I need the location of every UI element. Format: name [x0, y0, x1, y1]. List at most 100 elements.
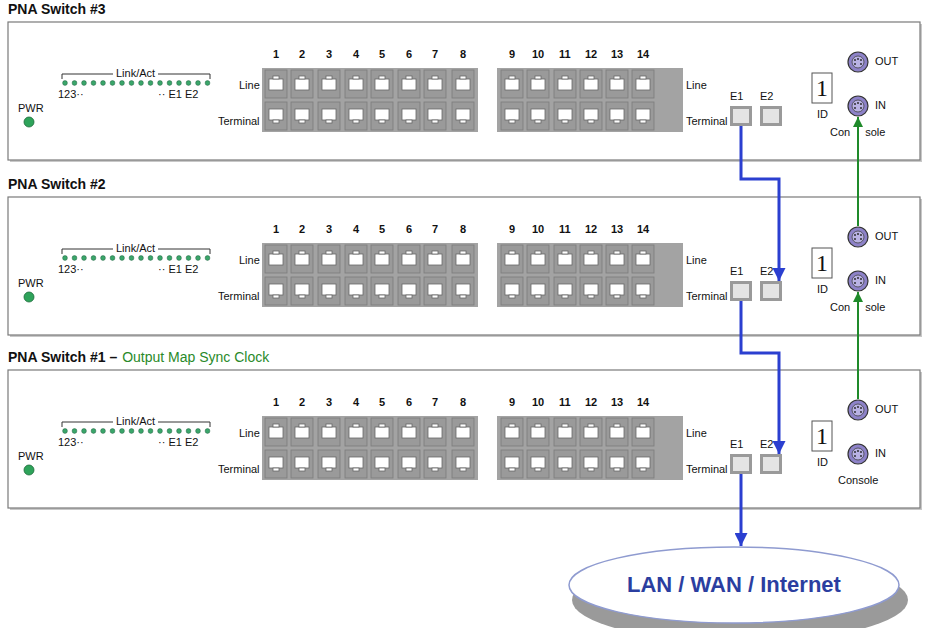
power-label: PWR: [18, 102, 44, 114]
switch-panel: PNA Switch #2E1E2OUTINPWRLink/Act123····…: [8, 197, 920, 335]
switch-panel: PNA Switch #1 –Output Map Sync ClockE1E2…: [8, 370, 920, 508]
ethernet-cable: [741, 126, 779, 281]
id-digit: 1: [816, 249, 828, 277]
port-number: 6: [406, 48, 412, 60]
console-label: Con sole: [830, 301, 885, 313]
id-label: ID: [817, 283, 828, 295]
ethernet-port: E2: [760, 106, 782, 126]
ethernet-port: E2: [760, 281, 782, 301]
console-connector: [847, 270, 869, 292]
led-numbers: ·· E1 E2: [158, 436, 198, 448]
row-label: Terminal: [218, 290, 260, 302]
port-number: 1: [273, 396, 279, 408]
clock-note: Output Map Sync Clock: [122, 349, 269, 365]
console-label: IN: [875, 447, 886, 459]
id-label: ID: [817, 108, 828, 120]
port-number: 11: [559, 48, 571, 60]
console-connector: [847, 443, 869, 465]
ethernet-port: E1: [730, 106, 752, 126]
port-number: 9: [509, 48, 515, 60]
id-label: ID: [817, 456, 828, 468]
row-label: Line: [686, 427, 707, 439]
switch-title: PNA Switch #3: [8, 1, 106, 17]
port-number: 10: [532, 396, 544, 408]
panel-heading: PNA Switch #1 – Output Map Sync Clock: [8, 349, 269, 365]
port-label: E1: [730, 438, 743, 450]
led-numbers: 123··: [58, 263, 84, 275]
panel-heading: PNA Switch #3: [8, 1, 106, 17]
switch-panel: PNA Switch #3E1E2OUTINPWRLink/Act123····…: [8, 22, 920, 160]
id-digit: 1: [816, 74, 828, 102]
port-number: 14: [637, 396, 649, 408]
power-label: PWR: [18, 450, 44, 462]
console-label: IN: [875, 99, 886, 111]
switch-title: PNA Switch #1 –: [8, 349, 117, 365]
port-number: 1: [273, 48, 279, 60]
console-port: IN: [847, 270, 869, 292]
console-label: OUT: [875, 403, 898, 415]
row-label: Terminal: [218, 115, 260, 127]
led-numbers: ·· E1 E2: [158, 263, 198, 275]
port-number: 7: [432, 396, 438, 408]
console-connector: [847, 51, 869, 73]
console-port: OUT: [847, 399, 869, 421]
port-number: 3: [326, 223, 332, 235]
led-numbers: 123··: [58, 436, 84, 448]
console-connector: [847, 399, 869, 421]
port-number: 7: [432, 223, 438, 235]
row-label: Terminal: [218, 463, 260, 475]
console-label: Console: [838, 474, 878, 486]
port-number: 5: [379, 223, 385, 235]
port-number: 8: [460, 48, 466, 60]
port-number: 6: [406, 223, 412, 235]
port-number: 6: [406, 396, 412, 408]
switch-title: PNA Switch #2: [8, 176, 106, 192]
port-number: 12: [585, 223, 597, 235]
console-port: OUT: [847, 226, 869, 248]
ethernet-cable: [740, 474, 743, 546]
port-label: E1: [730, 90, 743, 102]
port-number: 12: [585, 48, 597, 60]
cloud-label: LAN / WAN / Internet: [627, 572, 841, 598]
led-numbers: ·· E1 E2: [158, 88, 198, 100]
row-label: Terminal: [686, 115, 728, 127]
port-number: 14: [637, 223, 649, 235]
port-number: 11: [559, 223, 571, 235]
port-label: E1: [730, 265, 743, 277]
console-port: OUT: [847, 51, 869, 73]
port-number: 7: [432, 48, 438, 60]
port-number: 3: [326, 396, 332, 408]
port-number: 4: [353, 396, 359, 408]
led-group-label: Link/Act: [113, 67, 158, 79]
console-label: Con sole: [830, 126, 885, 138]
port-number: 1: [273, 223, 279, 235]
console-label: OUT: [875, 230, 898, 242]
console-connector: [847, 95, 869, 117]
network-cloud: LAN / WAN / Internet: [568, 546, 900, 624]
power-label: PWR: [18, 277, 44, 289]
port-number: 5: [379, 396, 385, 408]
port-number: 13: [611, 48, 623, 60]
row-label: Terminal: [686, 463, 728, 475]
port-number: 10: [532, 48, 544, 60]
port-number: 4: [353, 48, 359, 60]
panel-heading: PNA Switch #2: [8, 176, 106, 192]
port-number: 11: [559, 396, 571, 408]
row-label: Line: [686, 79, 707, 91]
port-label: E2: [760, 265, 773, 277]
ethernet-port: E1: [730, 454, 752, 474]
port-number: 12: [585, 396, 597, 408]
console-connector: [847, 226, 869, 248]
port-number: 13: [611, 223, 623, 235]
port-number: 5: [379, 48, 385, 60]
port-label: E2: [760, 90, 773, 102]
port-label: E2: [760, 438, 773, 450]
row-label: Line: [239, 427, 260, 439]
row-label: Line: [239, 254, 260, 266]
port-number: 4: [353, 223, 359, 235]
id-digit: 1: [816, 422, 828, 450]
ethernet-port: E2: [760, 454, 782, 474]
port-number: 9: [509, 396, 515, 408]
